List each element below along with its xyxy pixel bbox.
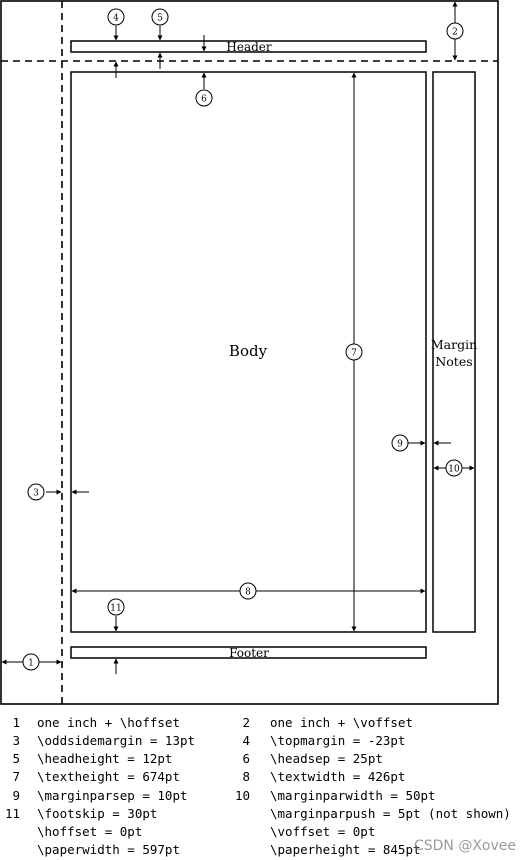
paper-outline — [0, 0, 499, 705]
svg-text:7: 7 — [351, 349, 357, 359]
legend-number: 9 — [12, 788, 20, 803]
legend-text: \footskip = 30pt — [37, 806, 158, 821]
body-label: Body — [229, 342, 268, 360]
svg-text:11: 11 — [110, 604, 121, 614]
svg-text:8: 8 — [245, 588, 251, 598]
marker-11: 11 — [107, 598, 125, 616]
marker-3: 3 — [27, 483, 45, 501]
legend-number: 3 — [12, 733, 20, 748]
legend-text: \paperheight = 845pt — [270, 842, 421, 857]
margin-notes-box — [432, 71, 476, 633]
header-label: Header — [226, 40, 272, 54]
legend-number: 6 — [242, 751, 250, 766]
marker-6: 6 — [195, 89, 213, 107]
margin-notes-label-line1: Margin — [431, 337, 477, 352]
page-layout-diagram: Header Body Margin Notes Footer 1 2 — [0, 0, 499, 706]
marker-10: 10 — [445, 459, 463, 477]
legend-text: \voffset = 0pt — [270, 824, 376, 839]
body-box — [70, 71, 427, 633]
legend-number: 4 — [242, 733, 250, 748]
legend-number: 2 — [242, 715, 250, 730]
watermark: CSDN @Xovee — [413, 838, 516, 854]
marker-4: 4 — [107, 8, 125, 26]
marker-1: 1 — [22, 653, 40, 671]
legend-text: \oddsidemargin = 13pt — [37, 733, 196, 748]
legend-number: 5 — [12, 751, 20, 766]
svg-text:6: 6 — [201, 95, 207, 105]
legend-text: \textwidth = 426pt — [270, 769, 406, 784]
svg-text:1: 1 — [28, 659, 34, 669]
legend-text: \headsep = 25pt — [270, 751, 383, 766]
header-box — [70, 40, 427, 53]
legend-text: \marginparsep = 10pt — [37, 788, 188, 803]
legend-text: \marginparwidth = 50pt — [270, 788, 436, 803]
svg-text:2: 2 — [452, 28, 458, 38]
marker-8: 8 — [239, 582, 257, 600]
marker-9: 9 — [391, 434, 409, 452]
legend-number: 7 — [12, 769, 20, 784]
legend-number: 11 — [4, 806, 20, 821]
svg-text:4: 4 — [113, 14, 119, 24]
svg-text:3: 3 — [33, 489, 39, 499]
legend-text: \paperwidth = 597pt — [37, 842, 180, 857]
legend-text: \topmargin = -23pt — [270, 733, 406, 748]
legend-number: 8 — [242, 769, 250, 784]
marker-7: 7 — [345, 343, 363, 361]
svg-text:10: 10 — [448, 465, 460, 475]
legend-text: \headheight = 12pt — [37, 751, 173, 766]
legend-text: \hoffset = 0pt — [37, 824, 143, 839]
svg-text:9: 9 — [397, 440, 403, 450]
footer-box — [70, 646, 427, 659]
legend-number: 10 — [234, 788, 250, 803]
legend-text: \marginparpush = 5pt (not shown) — [270, 806, 511, 821]
svg-text:5: 5 — [157, 14, 163, 24]
legend-text: \textheight = 674pt — [37, 769, 180, 784]
legend-text: one inch + \voffset — [270, 715, 413, 730]
legend-text: one inch + \hoffset — [37, 715, 180, 730]
marker-5: 5 — [151, 8, 169, 26]
marker-2: 2 — [446, 22, 464, 40]
margin-notes-label-line2: Notes — [435, 354, 472, 369]
footer-label: Footer — [229, 646, 269, 660]
legend-number: 1 — [12, 715, 20, 730]
